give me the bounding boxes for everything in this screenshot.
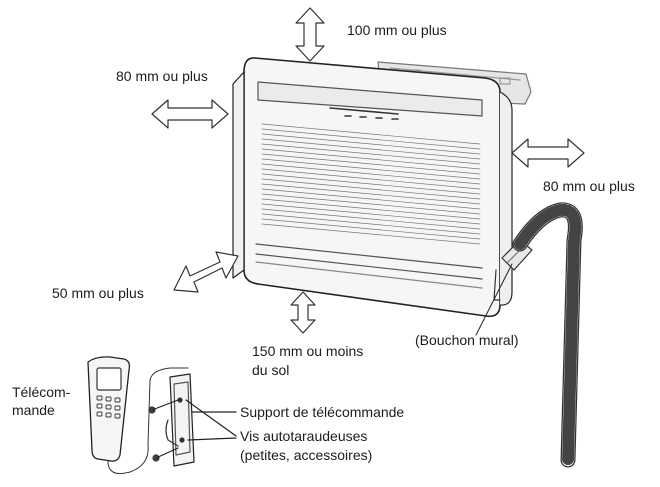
screws-leader-1 [185,399,237,437]
indoor-unit [232,57,513,318]
arrow-top [295,7,325,62]
remote-holder [165,373,195,467]
remote-holder-label: Support de télécommande [240,404,405,420]
screws-label-line2: (petites, accessoires) [240,447,373,463]
arrow-left [151,99,229,129]
screws-leader-2 [187,437,237,441]
screw-icon [148,406,160,462]
remote-control [87,356,131,462]
wall-plug-leader [475,263,513,336]
floor-clearance-label-line2: du sol [252,362,290,378]
left-clearance-label: 80 mm ou plus [116,68,208,84]
remote-label-line1: Télécom- [12,384,71,400]
bottom-left-clearance-label: 50 mm ou plus [52,285,144,301]
screw-leader-top [151,399,179,411]
right-clearance-label: 80 mm ou plus [543,178,635,194]
arrow-bottom-left [173,251,239,293]
floor-clearance-label-line1: 150 mm ou moins [252,343,364,359]
arrow-bottom [290,291,316,334]
top-clearance-label: 100 mm ou plus [347,22,447,38]
screw-leader-bottom [155,447,179,459]
drain-hose [512,202,583,468]
remote-label-line2: mande [12,402,55,418]
remote-cable [107,367,189,475]
screws-label-line1: Vis autotaraudeuses [240,428,368,444]
arrow-right [511,138,585,168]
unit-grille [261,123,481,245]
wall-plug-label: (Bouchon mural) [415,332,519,348]
